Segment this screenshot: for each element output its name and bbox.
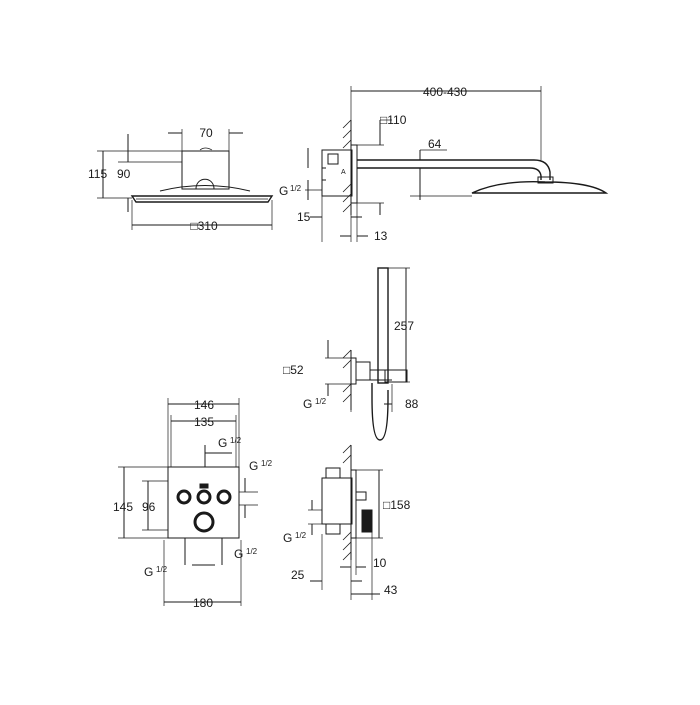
thread-bottom-b-frac: 1/2 [246, 547, 258, 556]
dim-depth-2: 13 [374, 229, 388, 243]
control-side-view: □158 G 1/2 25 10 43 [283, 444, 411, 600]
dim-control-flange: □158 [383, 498, 411, 512]
dim-height-body: 90 [117, 167, 131, 181]
thread-top-a-frac: 1/2 [230, 436, 242, 445]
dim-control-width-outer: 146 [194, 398, 214, 412]
dim-plate: □310 [190, 219, 218, 233]
dim-height-total: 115 [88, 167, 107, 181]
dim-arm-length: 400-430 [423, 85, 467, 99]
dim-hand-flange: □52 [283, 363, 304, 377]
svg-text:A: A [341, 169, 346, 176]
control-front-view: 146 135 145 96 G 1/2 G 1/2 G 1/2 G 1/2 [113, 398, 273, 610]
dim-depth-1: 15 [297, 210, 311, 224]
dim-arm-height: 64 [428, 137, 442, 151]
shower-plate [130, 195, 274, 203]
shower-body [181, 150, 230, 190]
hand-shower-view: 257 □52 G 1/2 88 [283, 267, 419, 441]
dim-flange: □110 [380, 113, 407, 127]
thread-label: G [279, 184, 288, 198]
thread-bottom-b: G [234, 547, 243, 561]
thread-top-b: G [249, 459, 258, 473]
hand-thread-fraction: 1/2 [315, 397, 327, 406]
dim-control-width-bottom: 180 [193, 596, 213, 610]
dim-hand-projection: 88 [405, 397, 419, 411]
dim-control-width-inner: 135 [194, 415, 214, 429]
head-shower-front-view: 70 115 90 □310 [88, 126, 274, 233]
dim-control-depth-plate: 10 [373, 556, 387, 570]
dim-control-height-inner: 96 [142, 500, 156, 514]
thread-bottom-a: G [144, 565, 153, 579]
dim-control-projection: 43 [384, 583, 398, 597]
hand-thread-label: G [303, 397, 312, 411]
head-shower-side-view: A 400-430 □110 64 G 1/2 [279, 85, 609, 243]
thread-top-a: G [218, 436, 227, 450]
thread-bottom-a-frac: 1/2 [156, 565, 168, 574]
dim-control-height-outer: 145 [113, 500, 133, 514]
thread-top-b-frac: 1/2 [261, 459, 273, 468]
dim-hand-length: 257 [394, 319, 414, 333]
thread-fraction: 1/2 [290, 184, 302, 193]
control-thread-fraction: 1/2 [295, 531, 307, 540]
control-thread-label: G [283, 531, 292, 545]
control-plate [167, 466, 240, 539]
dim-control-depth-wall: 25 [291, 568, 305, 582]
dim-width-top: 70 [199, 126, 213, 140]
